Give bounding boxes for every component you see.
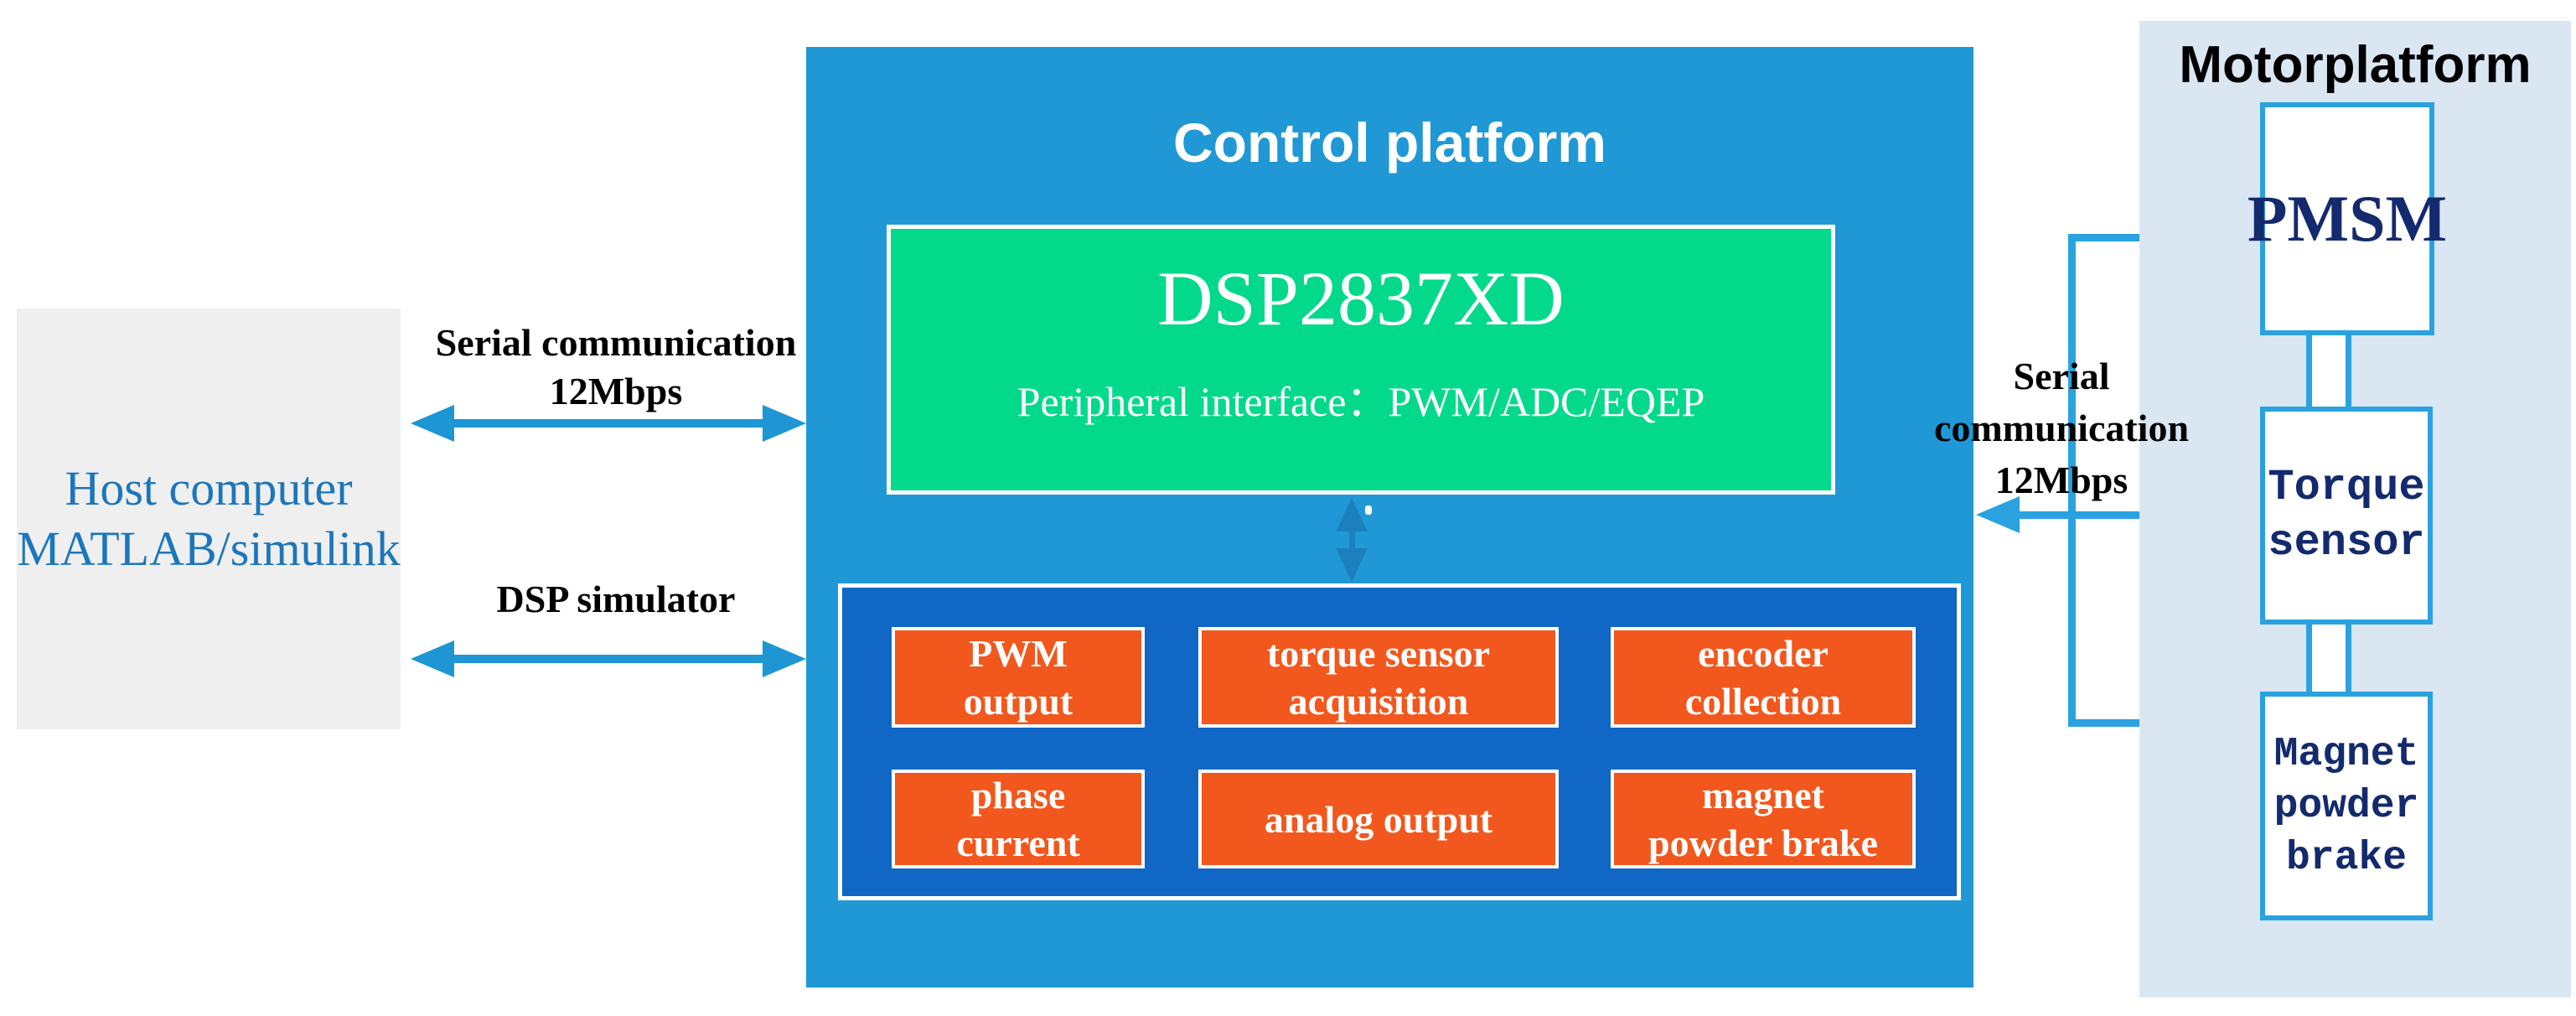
torque-sensor-label: Torque sensor — [2268, 460, 2424, 571]
serial-communication-label-line2: 12Mbps — [549, 370, 683, 412]
host-computer-box: Host computer MATLAB/simulink — [17, 308, 401, 729]
internal-bus-arrow-shaft — [1349, 503, 1355, 577]
motor-link-shaft — [2011, 511, 2222, 519]
io-module-label: PWM — [969, 632, 1068, 675]
io-module-torque-sensor-acquisition: torque sensor acquisition — [1198, 627, 1559, 728]
torque-sensor-box: Torque sensor — [2260, 407, 2433, 625]
torque-sensor-label-line1: Torque — [2268, 463, 2425, 512]
pmsm-torque-shaft — [2306, 334, 2351, 408]
dsp-simulator-label: DSP simulator — [496, 578, 736, 620]
motor-link-vertical-line — [2068, 234, 2076, 727]
io-module-label: encoder — [1698, 632, 1829, 675]
dsp-chip-name: DSP2837XD — [1157, 256, 1565, 341]
serial-communication-right-label: Serial communication 12Mbps — [1902, 350, 2221, 506]
io-module-label: output — [963, 680, 1073, 723]
magnet-powder-brake-box: Magnet powder brake — [2260, 692, 2433, 920]
host-computer-label-line1: Host computer — [65, 461, 353, 516]
dsp-simulator-arrow-right-arrowhead-icon — [763, 640, 806, 677]
io-module-label: phase — [970, 774, 1066, 816]
io-module-analog-output: analog output — [1198, 770, 1559, 868]
io-module-label: magnet — [1702, 774, 1824, 816]
dsp-simulator-arrow-left-arrowhead-icon — [411, 640, 454, 677]
io-module-pwm-output: PWM output — [892, 627, 1145, 728]
io-module-label: current — [956, 822, 1080, 864]
brake-label-line3: brake — [2285, 835, 2407, 881]
serial-arrow-right-arrowhead-icon — [763, 405, 806, 442]
serial-communication-label-line1: Serial communication — [435, 321, 797, 364]
io-module-phase-current: phase current — [892, 770, 1145, 868]
torque-brake-shaft — [2306, 623, 2351, 693]
internal-bus-arrow-down-arrowhead-icon — [1336, 548, 1368, 582]
io-module-label: analog output — [1264, 797, 1493, 841]
io-module-label: torque sensor — [1266, 632, 1491, 675]
serial-arrow-left-arrowhead-icon — [411, 405, 454, 442]
io-module-label: collection — [1684, 680, 1842, 723]
io-module-label: powder brake — [1648, 822, 1878, 864]
io-module-magnet-powder-brake: magnet powder brake — [1611, 770, 1916, 868]
stray-dot — [1365, 505, 1372, 515]
brake-label-line1: Magnet — [2273, 731, 2419, 777]
control-platform-title: Control platform — [1173, 111, 1606, 174]
io-module-encoder-collection: encoder collection — [1611, 627, 1916, 728]
serial-right-label-line3: 12Mbps — [1994, 459, 2129, 501]
serial-arrow-shaft — [447, 419, 769, 428]
magnet-powder-brake-label: Magnet powder brake — [2274, 728, 2419, 884]
io-module-label: acquisition — [1288, 680, 1469, 723]
brake-label-line2: powder — [2273, 783, 2419, 829]
pmsm-box: PMSM — [2248, 102, 2447, 335]
serial-right-label-line1: Serial — [2013, 355, 2110, 397]
motor-platform-title: Motorplatform — [2179, 36, 2532, 94]
dsp-chip-box: DSP2837XD Peripheral interface：PWM/ADC/E… — [887, 225, 1835, 495]
torque-sensor-label-line2: sensor — [2268, 518, 2425, 568]
pmsm-label: PMSM — [2247, 182, 2448, 255]
dsp-peripheral-interface-label: Peripheral interface：PWM/ADC/EQEP — [1016, 378, 1705, 425]
host-computer-label-line2: MATLAB/simulink — [17, 521, 401, 576]
dsp-simulator-arrow-shaft — [447, 655, 769, 663]
serial-right-label-line2: communication — [1933, 407, 2190, 449]
serial-communication-label: Serial communication 12Mbps — [412, 319, 820, 416]
